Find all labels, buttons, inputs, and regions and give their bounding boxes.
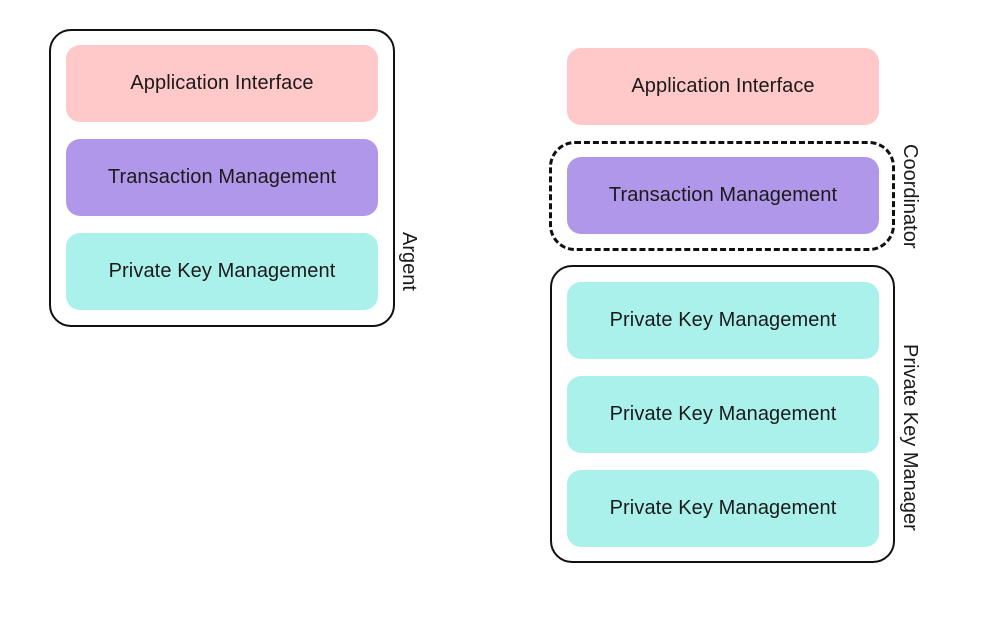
private-key-manager-group	[550, 265, 895, 563]
coordinator-label: Coordinator	[899, 144, 921, 249]
argent-label: Argent	[398, 232, 420, 291]
argent-group	[49, 29, 395, 327]
coordinator-group	[549, 141, 895, 251]
right-private-key-management-block-1: Private Key Management	[567, 282, 879, 359]
left-private-key-management-block: Private Key Management	[66, 233, 378, 310]
left-application-interface-block: Application Interface	[66, 45, 378, 122]
right-private-key-management-block-2: Private Key Management	[567, 376, 879, 453]
right-application-interface-block: Application Interface	[567, 48, 879, 125]
right-transaction-management-block: Transaction Management	[567, 157, 879, 234]
private-key-manager-label: Private Key Manager	[899, 344, 921, 531]
left-transaction-management-block: Transaction Management	[66, 139, 378, 216]
right-private-key-management-block-3: Private Key Management	[567, 470, 879, 547]
